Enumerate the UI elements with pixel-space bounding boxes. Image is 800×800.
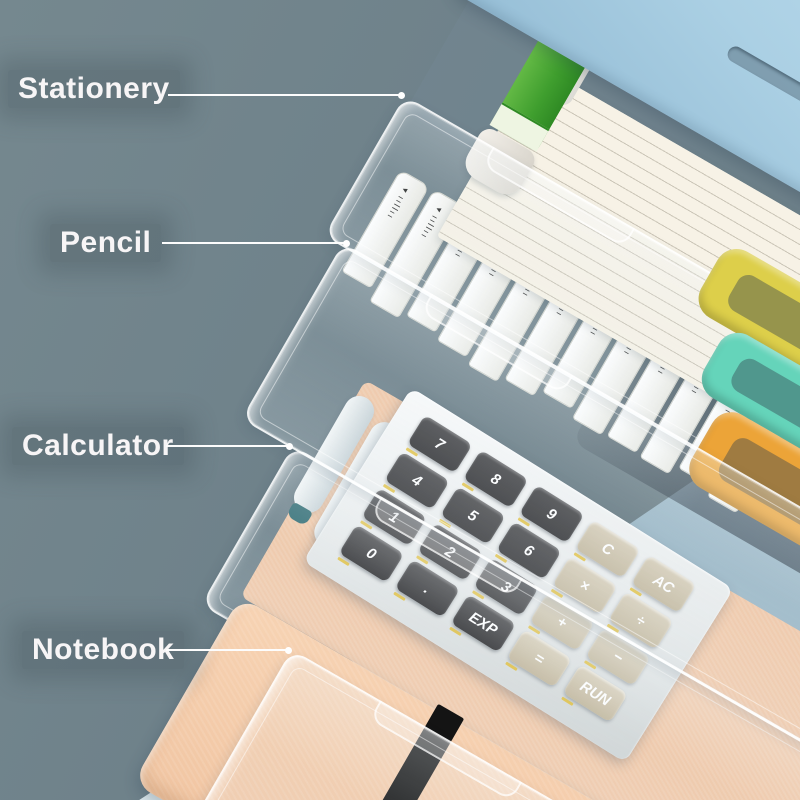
leader-line-pencil [162, 242, 346, 244]
leader-line-notebook [166, 649, 288, 651]
lid-handle-slot [724, 43, 800, 133]
leader-dot-notebook [285, 647, 292, 654]
leader-dot-pencil [343, 240, 350, 247]
label-pencil: Pencil [50, 224, 162, 262]
label-notebook: Notebook [22, 631, 185, 669]
leader-dot-calculator [286, 443, 293, 450]
leader-line-calculator [166, 445, 289, 447]
label-calculator: Calculator [12, 427, 184, 465]
leader-line-stationery [168, 94, 400, 96]
leader-dot-stationery [398, 92, 405, 99]
label-stationery: Stationery [8, 70, 180, 108]
